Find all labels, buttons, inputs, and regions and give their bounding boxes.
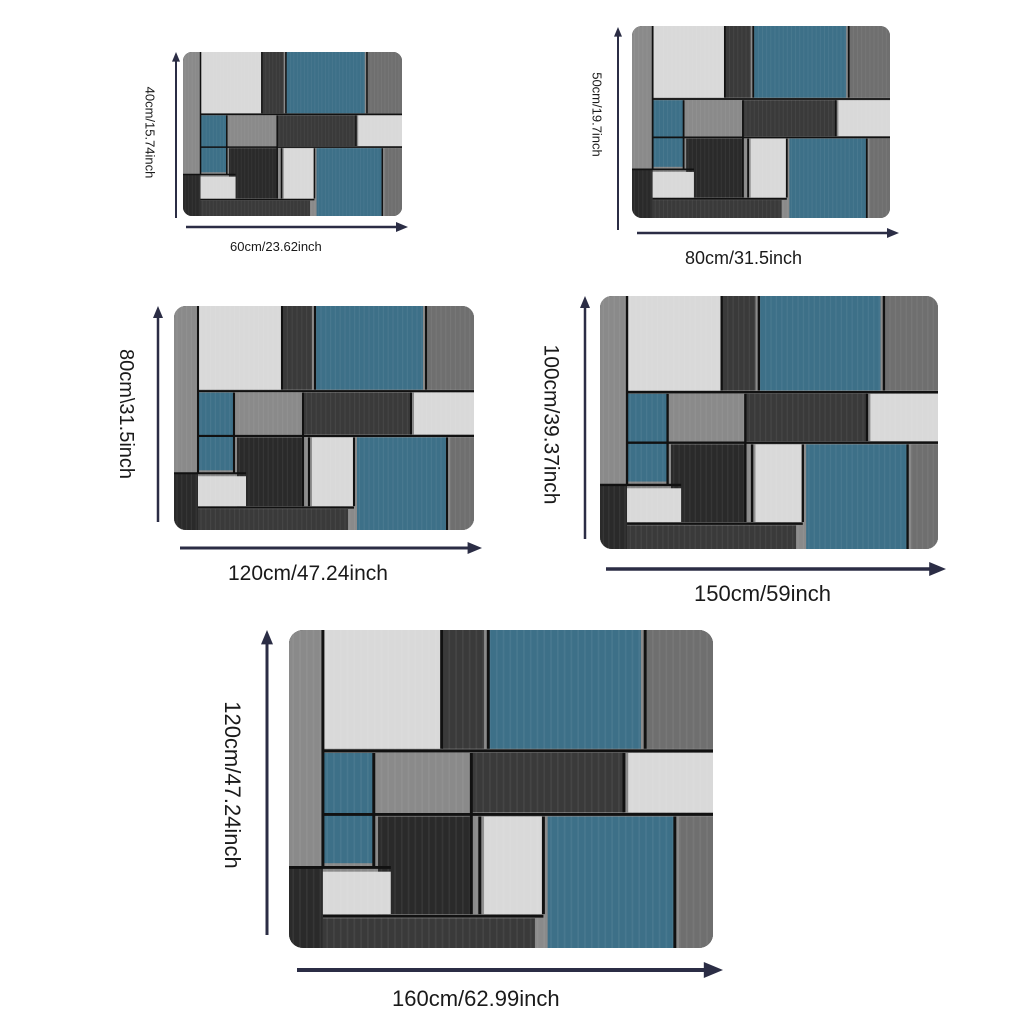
rug-image-100x150: [600, 296, 938, 549]
height-label-40x60: 40cm/15.74inch: [142, 86, 158, 179]
height-arrow-40x60: [172, 52, 180, 218]
width-label-50x80: 80cm/31.5inch: [685, 248, 803, 268]
height-label-50x80: 50cm/19.7inch: [589, 72, 605, 157]
height-arrow-80x120: [153, 306, 163, 522]
height-label-100x150: 100cm/39.37inch: [539, 344, 563, 505]
height-label-120x160: 120cm/47.24inch: [220, 701, 245, 869]
height-arrow-100x150: [580, 296, 590, 539]
width-arrow-40x60: [186, 222, 408, 232]
width-label-80x120: 120cm/47.24inch: [228, 562, 388, 585]
width-label-40x60: 60cm/23.62inch: [230, 239, 322, 254]
height-arrow-120x160: [261, 630, 273, 935]
width-label-100x150: 150cm/59inch: [694, 581, 831, 606]
width-arrow-100x150: [606, 562, 946, 576]
width-label-120x160: 160cm/62.99inch: [392, 986, 560, 1011]
width-arrow-50x80: [637, 228, 899, 238]
width-arrow-80x120: [180, 542, 482, 554]
rug-image-40x60: [183, 52, 402, 216]
rug-image-50x80: [632, 26, 890, 218]
rug-image-120x160: [289, 630, 713, 948]
rug-image-80x120: [174, 306, 474, 530]
height-label-80x120: 80cm\31.5inch: [115, 348, 137, 480]
height-arrow-50x80: [614, 27, 622, 230]
width-arrow-120x160: [297, 962, 723, 978]
